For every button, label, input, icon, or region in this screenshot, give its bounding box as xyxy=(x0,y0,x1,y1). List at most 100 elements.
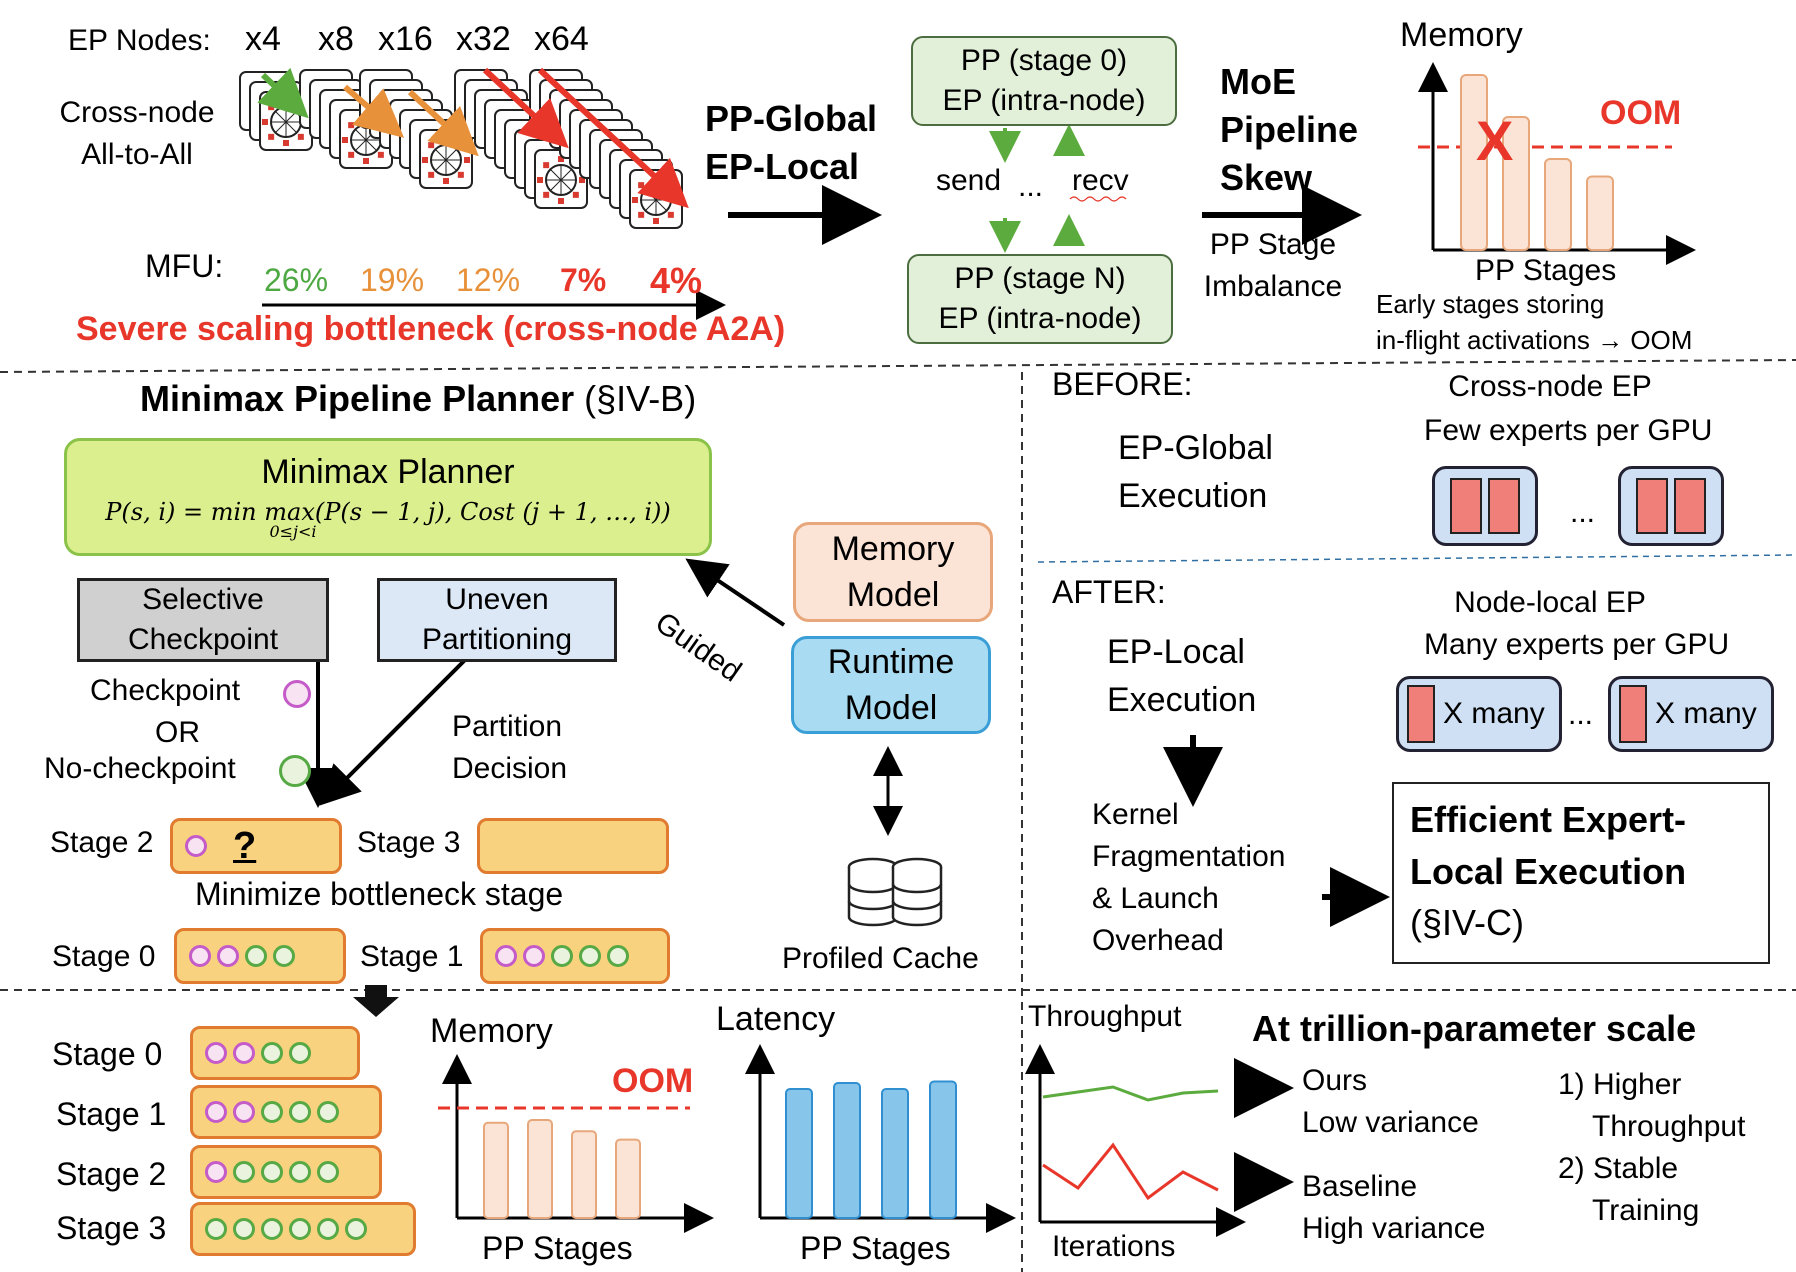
checkpoint-dot xyxy=(217,945,239,967)
mid-stage3-label: Stage 3 xyxy=(357,826,461,859)
checkpoint-dot xyxy=(233,1042,255,1064)
latency-bar-2 xyxy=(881,1088,909,1219)
no-checkpoint-dot xyxy=(289,1218,311,1240)
bottleneck-text: Severe scaling bottleneck (cross-node A2… xyxy=(76,310,786,348)
no-checkpoint-dot xyxy=(233,1218,255,1240)
latency-axis-label: Latency xyxy=(716,1000,836,1038)
bottom-memory-x-label: PP Stages xyxy=(482,1230,633,1266)
send-label: send xyxy=(936,164,1002,197)
x-many-label: X many xyxy=(1655,697,1757,730)
no-checkpoint-label: No-checkpoint xyxy=(44,752,236,785)
top-oom-label: OOM xyxy=(1600,94,1682,132)
bottom-stage2-label: Stage 2 xyxy=(56,1156,167,1192)
top-memory-bar-2 xyxy=(1544,158,1572,251)
node-stacks xyxy=(239,69,683,229)
mfu-value-x8: 19% xyxy=(360,262,425,298)
after-label: AFTER: xyxy=(1052,574,1166,610)
cross-node-ep-label: Cross-node EP xyxy=(1448,370,1652,403)
bottom-stage3-label: Stage 3 xyxy=(56,1210,167,1246)
no-checkpoint-dot xyxy=(245,945,267,967)
divider-top xyxy=(0,359,1796,373)
mid-stage2-label: Stage 2 xyxy=(50,826,154,859)
bottom-memory-bar-0 xyxy=(483,1121,509,1220)
latency-x-label: PP Stages xyxy=(800,1230,951,1266)
down-arrow-icon xyxy=(353,985,399,1017)
ep-scale-x4: x4 xyxy=(245,20,281,58)
gpu-box-after-1: X many xyxy=(1396,676,1562,752)
checkpoint-dot xyxy=(495,945,517,967)
checkpoint-dot xyxy=(233,1101,255,1123)
gpu-ellipsis-before: ... xyxy=(1570,496,1596,529)
bottom-memory-bars xyxy=(483,1119,641,1220)
latency-bar-3 xyxy=(929,1080,957,1219)
expert-block xyxy=(1450,478,1482,534)
minimax-planner-title: Minimax Planner xyxy=(261,453,515,491)
gpu-ellipsis-after: ... xyxy=(1568,698,1594,731)
iterations-axis-label: Iterations xyxy=(1052,1230,1176,1263)
throughput-axis-label: Throughput xyxy=(1028,1000,1182,1033)
before-label: BEFORE: xyxy=(1052,366,1193,402)
ep-scale-x32: x32 xyxy=(456,20,511,58)
expert-block xyxy=(1636,478,1668,534)
no-checkpoint-dot xyxy=(261,1101,283,1123)
mid-stage1-label: Stage 1 xyxy=(360,940,464,973)
checkpoint-dot xyxy=(185,835,207,857)
or-label: OR xyxy=(155,716,200,749)
no-checkpoint-dot xyxy=(273,945,295,967)
gpu-box-after-2: X many xyxy=(1608,676,1774,752)
no-checkpoint-dot xyxy=(261,1161,283,1183)
no-checkpoint-dot xyxy=(579,945,601,967)
no-checkpoint-dot xyxy=(261,1042,283,1064)
planner-section-title: Minimax Pipeline Planner (§IV-B) xyxy=(140,378,697,419)
minimax-formula-sub: 0≤j<i xyxy=(269,522,317,541)
bottom-stage1-label: Stage 1 xyxy=(56,1096,167,1132)
expert-block xyxy=(1407,685,1435,743)
mid-stage0-label: Stage 0 xyxy=(52,940,156,973)
benefits-list: 1) Higher Throughput 2) Stable Training xyxy=(1558,1068,1746,1227)
no-checkpoint-dot xyxy=(289,1042,311,1064)
trillion-scale-title: At trillion-parameter scale xyxy=(1252,1008,1697,1049)
bottom-memory-bar-3 xyxy=(615,1138,641,1219)
ep-scale-x8: x8 xyxy=(318,20,354,58)
minimize-bottleneck-label: Minimize bottleneck stage xyxy=(195,876,564,912)
mfu-value-x16: 12% xyxy=(456,262,521,298)
minimax-formula: P(s, i) = min max(P(s − 1, j), Cost (j +… xyxy=(105,498,671,526)
top-memory-bar-1 xyxy=(1502,116,1530,251)
checkpoint-dot xyxy=(205,1101,227,1123)
gpu-box-before-1 xyxy=(1432,466,1538,546)
checkpoint-dot-icon xyxy=(283,680,311,708)
top-memory-bars xyxy=(1460,74,1614,251)
pp-stageN-box: PP (stage N)EP (intra-node) xyxy=(907,254,1173,344)
top-memory-axis-label: Memory xyxy=(1400,16,1523,54)
ep-nodes-label: EP Nodes: xyxy=(68,24,211,57)
gpu-box-before-2 xyxy=(1618,466,1724,546)
mfu-value-x4: 26% xyxy=(264,262,329,298)
no-checkpoint-dot xyxy=(261,1218,283,1240)
bottom-stage2-bar xyxy=(190,1145,382,1199)
ep-scale-x64: x64 xyxy=(534,20,589,58)
no-checkpoint-dot xyxy=(607,945,629,967)
no-checkpoint-dot xyxy=(317,1218,339,1240)
profiled-cache-label: Profiled Cache xyxy=(782,942,979,975)
bottom-memory-bar-2 xyxy=(571,1130,597,1219)
mid-stage0-bar xyxy=(174,928,346,984)
mid-stage2-bar: ? xyxy=(170,818,342,874)
no-checkpoint-dot-icon xyxy=(279,755,311,787)
bottom-oom-label: OOM xyxy=(612,1062,694,1100)
bottom-stage0-bar xyxy=(190,1026,360,1080)
database-icon xyxy=(847,857,943,927)
latency-bar-0 xyxy=(785,1088,813,1219)
bottom-memory-bar-1 xyxy=(527,1119,553,1219)
ours-line xyxy=(1042,1085,1219,1102)
latency-bars xyxy=(785,1080,957,1219)
recv-label: recv xyxy=(1072,164,1129,197)
no-checkpoint-dot xyxy=(289,1101,311,1123)
no-checkpoint-dot xyxy=(551,945,573,967)
no-checkpoint-dot xyxy=(289,1161,311,1183)
